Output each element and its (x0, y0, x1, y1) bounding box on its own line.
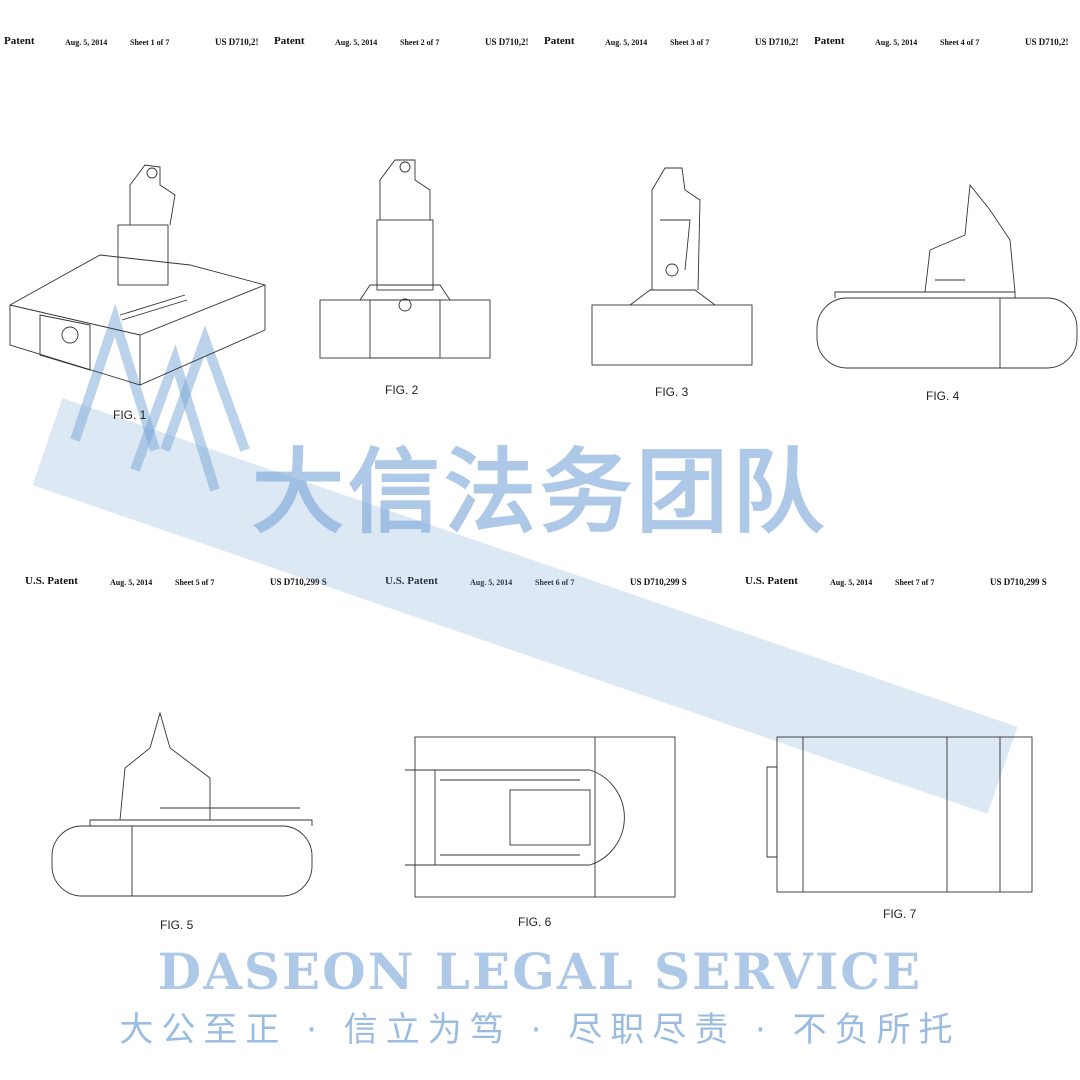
date: Aug. 5, 2014 (470, 578, 513, 587)
sheet-number: Sheet 1 of 7 (130, 38, 170, 47)
sheet-number: Sheet 2 of 7 (400, 38, 440, 47)
fig-4-label: FIG. 4 (926, 389, 960, 403)
patent-label: Patent (4, 35, 35, 47)
fig-6-drawing (405, 736, 676, 898)
fig-7-label: FIG. 7 (883, 907, 917, 921)
fig-2-drawing (319, 159, 491, 359)
patent-label: Patent (274, 35, 305, 47)
fig-6-label: FIG. 6 (518, 915, 552, 929)
sheet-number: Sheet 7 of 7 (895, 578, 935, 587)
date: Aug. 5, 2014 (335, 38, 378, 47)
fig-4-drawing (816, 183, 1078, 369)
fig-7-drawing (766, 736, 1033, 893)
fig-1-drawing (9, 164, 266, 386)
patent-number: US D710,2! (755, 37, 799, 47)
sheet-number: Sheet 6 of 7 (535, 578, 575, 587)
patent-label: Patent (814, 35, 845, 47)
fig-3-drawing (591, 167, 753, 366)
sheet-number: Sheet 3 of 7 (670, 38, 710, 47)
date: Aug. 5, 2014 (830, 578, 873, 587)
patent-number: US D710,299 S (990, 577, 1047, 587)
fig-5-label: FIG. 5 (160, 918, 194, 932)
fig-2-label: FIG. 2 (385, 383, 419, 397)
sheet-number: Sheet 5 of 7 (175, 578, 215, 587)
patent-number: US D710,2! (485, 37, 529, 47)
date: Aug. 5, 2014 (605, 38, 648, 47)
patent-label: U.S. Patent (385, 575, 438, 587)
watermark-english: DASEON LEGAL SERVICE (157, 942, 923, 1001)
patent-label: U.S. Patent (25, 575, 78, 587)
watermark-slogan: 大公至正 · 信立为笃 · 尽职尽责 · 不负所托 (119, 1010, 961, 1050)
watermark-chinese: 大信法务团队 (251, 439, 828, 546)
patent-number: US D710,299 S (630, 577, 687, 587)
patent-number: US D710,2! (215, 37, 259, 47)
fig-1-label: FIG. 1 (113, 408, 147, 422)
fig-5-drawing (51, 711, 313, 897)
date: Aug. 5, 2014 (875, 38, 918, 47)
date: Aug. 5, 2014 (110, 578, 153, 587)
patent-number: US D710,2! (1025, 37, 1069, 47)
fig-3-label: FIG. 3 (655, 385, 689, 399)
patent-number: US D710,299 S (270, 577, 327, 587)
patent-label: U.S. Patent (745, 575, 798, 587)
date: Aug. 5, 2014 (65, 38, 108, 47)
patent-label: Patent (544, 35, 575, 47)
sheet-number: Sheet 4 of 7 (940, 38, 980, 47)
